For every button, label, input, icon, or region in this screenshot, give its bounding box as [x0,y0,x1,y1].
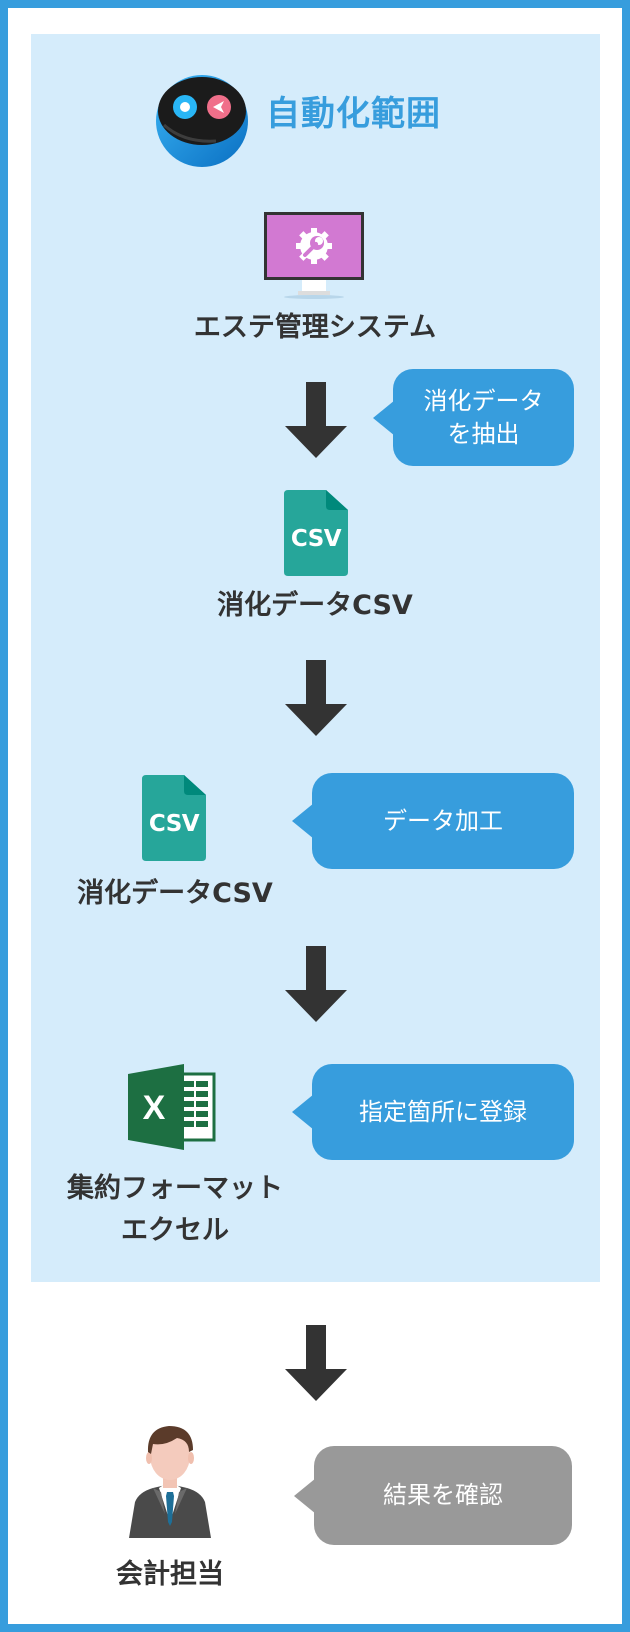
bubble-data-processing-text: データ加工 [383,806,503,835]
down-arrow-icon [285,946,347,1022]
down-arrow-icon [285,1325,347,1401]
csv-file-icon: CSV [284,490,348,576]
bubble-register-cells: 指定箇所に登録 [292,1064,574,1160]
step-label-consumption-csv: 消化データCSV [217,590,413,621]
down-arrow-icon [285,382,347,458]
bubble-register-cells-text: 指定箇所に登録 [359,1097,527,1126]
csv-icon-text: CSV [290,526,342,552]
csv-file-icon: CSV [142,775,206,861]
automation-scope-title: 自動化範囲 [266,94,441,134]
bubble-data-processing: データ加工 [292,773,574,869]
step-label-aggregate-excel-line1: 集約フォーマット [67,1173,283,1204]
step-label-aggregate-excel: 集約フォーマット エクセル [40,1168,310,1252]
robot-head-icon [156,75,248,167]
down-arrow-icon [285,660,347,736]
csv-icon-text: CSV [148,811,200,837]
bubble-extract-line1: 消化データ [423,386,544,415]
step-label-accountant: 会計担当 [116,1559,224,1590]
monitor-gear-icon [264,212,364,299]
businessman-icon [129,1426,211,1538]
excel-icon-text: X [143,1089,166,1127]
excel-icon: X [128,1064,216,1150]
bubble-check-result: 結果を確認 [294,1446,572,1545]
step-label-consumption-csv: 消化データCSV [77,878,273,909]
step-label-aggregate-excel-line2: エクセル [121,1215,229,1246]
step-label-esthetic-system: エステ管理システム [193,312,437,343]
bubble-extract-data: 消化データ を抽出 [373,369,574,466]
bubble-check-result-text: 結果を確認 [383,1481,503,1509]
bubble-extract-line2: を抽出 [447,419,520,448]
